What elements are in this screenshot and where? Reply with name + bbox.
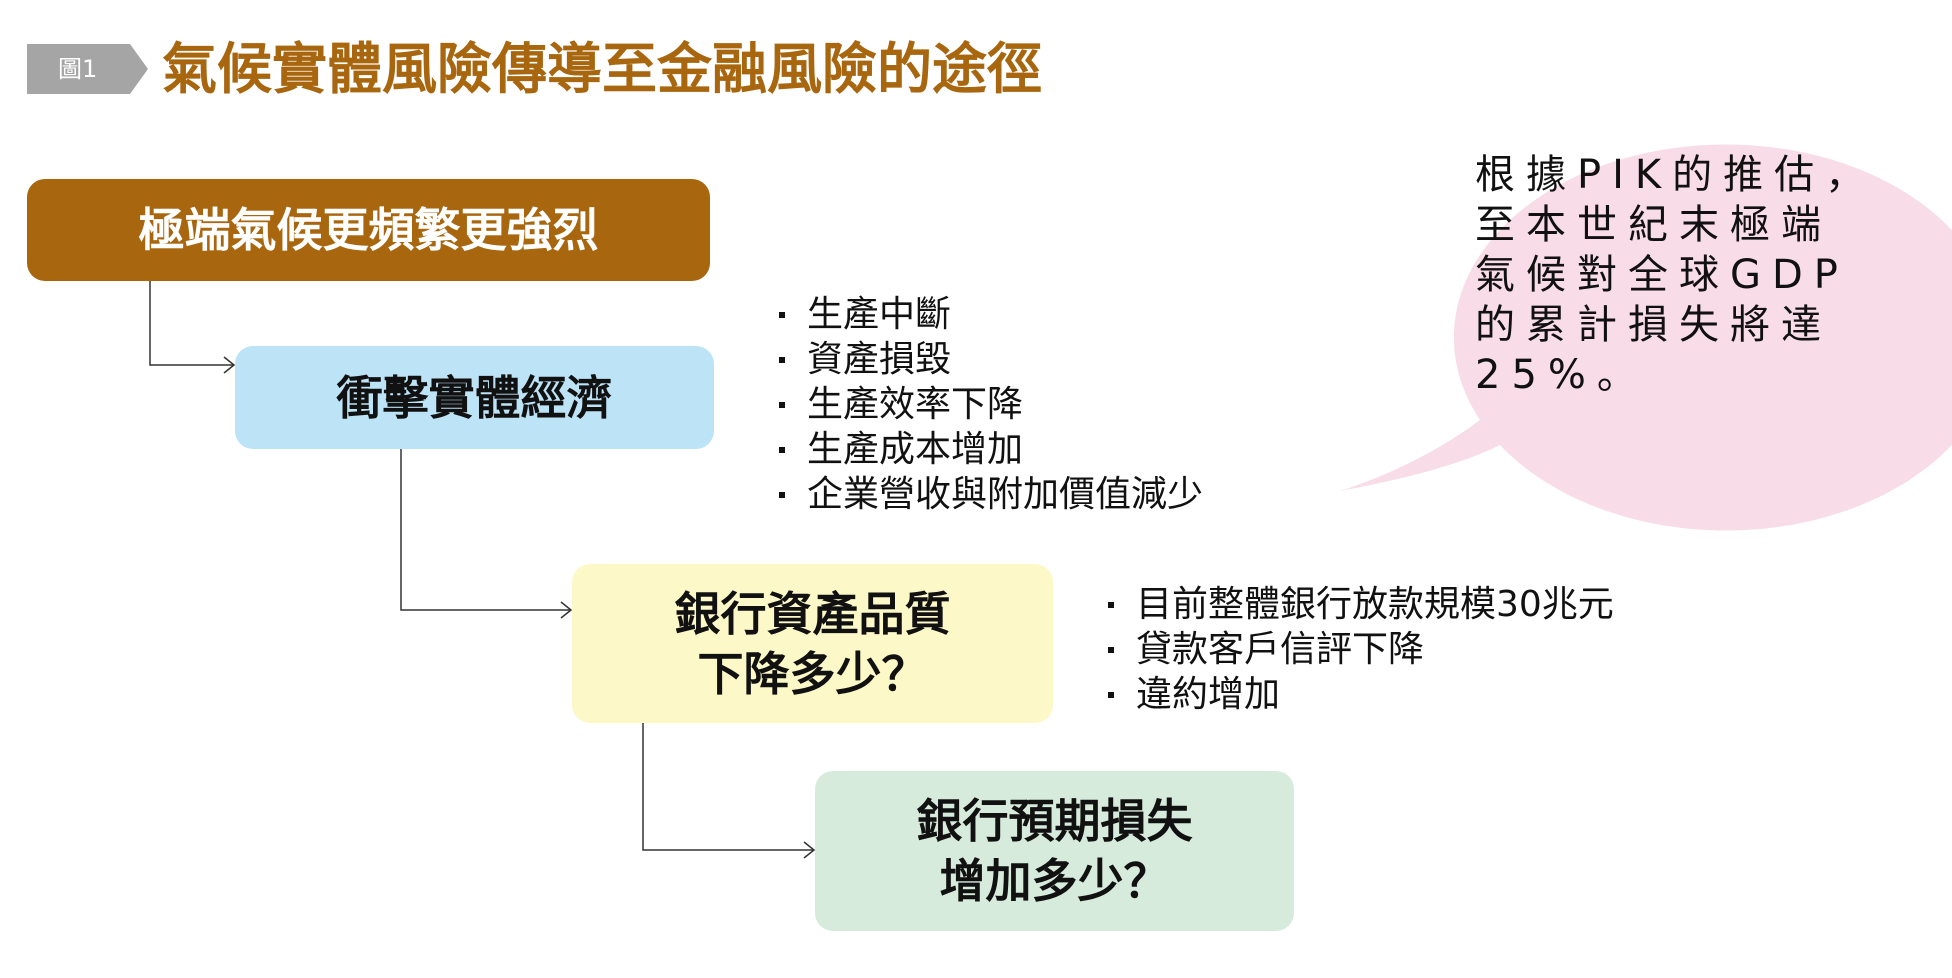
flow-box-extreme-weather: 極端氣候更頻繁更強烈 bbox=[27, 179, 710, 281]
flow-box-bank-expected-loss: 銀行預期損失 增加多少？ bbox=[815, 771, 1294, 931]
list-item-text: 生產成本增加 bbox=[807, 429, 1024, 470]
callout-line: 氣候對全球GDP bbox=[1475, 252, 1849, 298]
list-item: 生產成本增加 bbox=[775, 427, 1203, 472]
flow-box-bank-asset-quality: 銀行資產品質 下降多少？ bbox=[572, 564, 1053, 723]
box-text-line: 銀行資產品質 bbox=[674, 586, 951, 641]
connector-arrow-2 bbox=[400, 449, 570, 611]
box-text-line: 衝擊實體經濟 bbox=[336, 370, 613, 425]
list-item: 資產損毀 bbox=[775, 337, 1203, 382]
figure-title: 氣候實體風險傳導至金融風險的途徑 bbox=[162, 36, 1043, 101]
connector-arrow-3 bbox=[642, 723, 813, 851]
bullet-icon bbox=[779, 491, 785, 498]
list-item: 生產效率下降 bbox=[775, 382, 1203, 427]
bank-impacts-list: 目前整體銀行放款規模30兆元 貸款客戶信評下降 違約增加 bbox=[1104, 582, 1614, 717]
bullet-icon bbox=[779, 401, 785, 408]
list-item: 違約增加 bbox=[1104, 672, 1614, 717]
connector-arrow-1 bbox=[149, 281, 233, 366]
box-text-line: 下降多少？ bbox=[697, 646, 928, 701]
list-item-text: 違約增加 bbox=[1136, 674, 1281, 715]
bullet-icon bbox=[1108, 646, 1114, 653]
list-item: 目前整體銀行放款規模30兆元 bbox=[1104, 582, 1614, 627]
arrowhead-1 bbox=[223, 356, 236, 374]
list-item: 企業營收與附加價值減少 bbox=[775, 472, 1203, 517]
speech-bubble bbox=[1340, 144, 1952, 531]
list-item-text: 資產損毀 bbox=[807, 339, 952, 380]
impacts-list: 生產中斷 資產損毀 生產效率下降 生產成本增加 企業營收與附加價值減少 bbox=[775, 292, 1203, 517]
callout-text: 根據PIK的推估， 至本世紀末極端 氣候對全球GDP 的累計損失將達 25%。 bbox=[1475, 150, 1876, 400]
list-item-text: 目前整體銀行放款規模30兆元 bbox=[1136, 584, 1614, 625]
list-item-text: 生產中斷 bbox=[807, 294, 952, 335]
flow-box-real-economy: 衝擊實體經濟 bbox=[235, 346, 714, 449]
box-text-line: 銀行預期損失 bbox=[916, 794, 1193, 848]
callout-line: 至本世紀末極端 bbox=[1475, 202, 1832, 248]
box-text-line: 增加多少？ bbox=[939, 854, 1170, 908]
bullet-icon bbox=[779, 356, 785, 363]
list-item-text: 生產效率下降 bbox=[807, 384, 1024, 425]
bullet-icon bbox=[1108, 691, 1114, 698]
bullet-icon bbox=[779, 446, 785, 453]
arrowhead-2 bbox=[560, 601, 573, 619]
figure-number-badge: 圖1 bbox=[58, 55, 98, 83]
arrowhead-3 bbox=[803, 841, 816, 859]
list-item: 貸款客戶信評下降 bbox=[1104, 627, 1614, 672]
list-item-text: 企業營收與附加價值減少 bbox=[807, 474, 1204, 515]
bullet-icon bbox=[1108, 601, 1114, 608]
callout-line: 的累計損失將達 bbox=[1475, 302, 1832, 348]
callout-line: 25%。 bbox=[1475, 352, 1648, 398]
figure-badge-shape bbox=[27, 44, 148, 94]
callout-line: 根據PIK的推估， bbox=[1475, 152, 1877, 198]
box-text-line: 極端氣候更頻繁更強烈 bbox=[138, 203, 599, 257]
bullet-icon bbox=[779, 311, 785, 318]
list-item-text: 貸款客戶信評下降 bbox=[1136, 629, 1425, 670]
list-item: 生產中斷 bbox=[775, 292, 1203, 337]
